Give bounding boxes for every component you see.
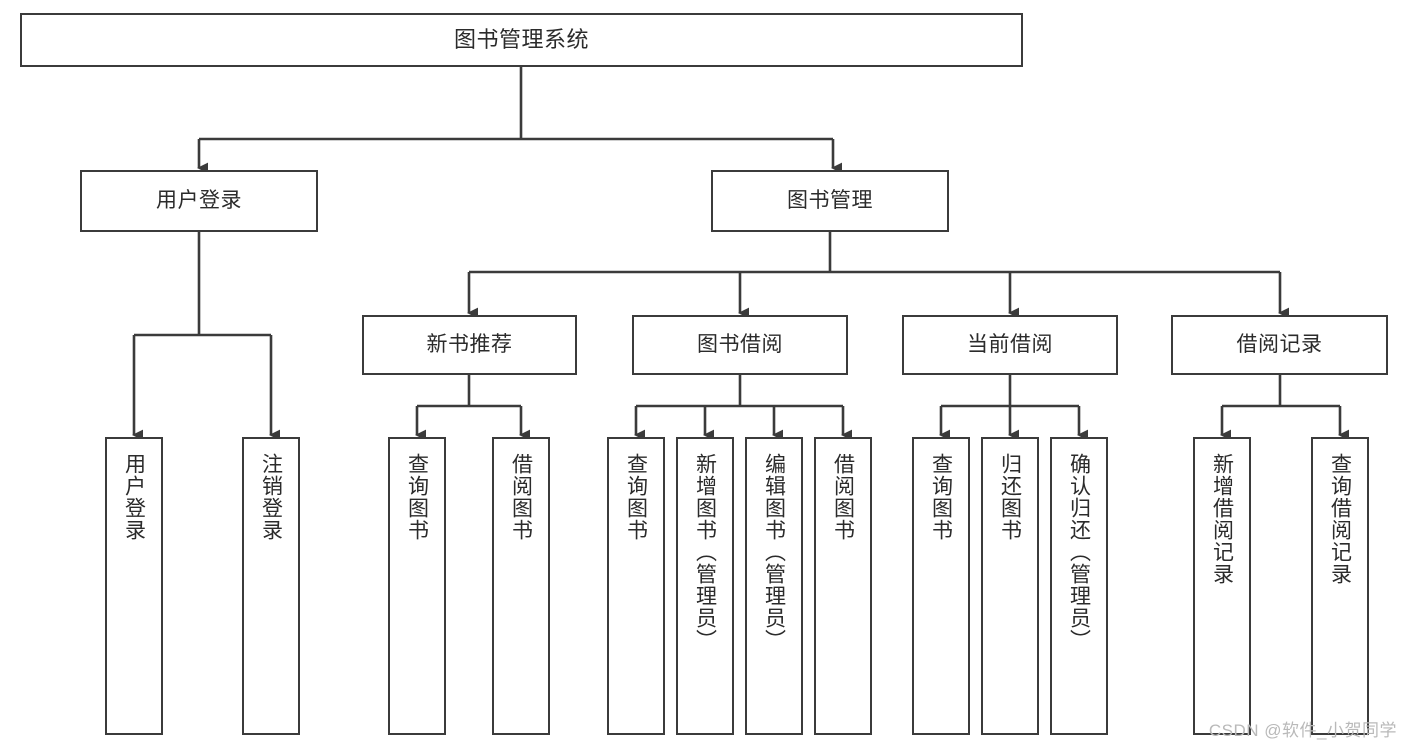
node-label: 查询图书 <box>929 453 953 541</box>
node-leaf-borrow-book-recommend[interactable]: 借阅图书 <box>492 437 550 735</box>
node-leaf-edit-book-admin[interactable]: 编辑图书（管理员） <box>745 437 803 735</box>
node-new-book-recommendation[interactable]: 新书推荐 <box>362 315 577 375</box>
node-leaf-query-book-current[interactable]: 查询图书 <box>912 437 970 735</box>
node-label: 查询借阅记录 <box>1328 453 1352 585</box>
node-leaf-return-book[interactable]: 归还图书 <box>981 437 1039 735</box>
node-leaf-query-book-recommend[interactable]: 查询图书 <box>388 437 446 735</box>
node-leaf-add-book-admin[interactable]: 新增图书（管理员） <box>676 437 734 735</box>
node-leaf-query-book-borrow[interactable]: 查询图书 <box>607 437 665 735</box>
node-label: 查询图书 <box>405 453 429 541</box>
node-user-login[interactable]: 用户登录 <box>80 170 318 232</box>
node-leaf-borrow-book[interactable]: 借阅图书 <box>814 437 872 735</box>
node-label: 归还图书 <box>998 453 1022 541</box>
node-label: 查询图书 <box>624 453 648 541</box>
node-leaf-confirm-return-admin[interactable]: 确认归还（管理员） <box>1050 437 1108 735</box>
node-label: 借阅记录 <box>1236 332 1323 356</box>
node-label: 确认归还（管理员） <box>1067 453 1091 651</box>
node-label: 图书借阅 <box>697 332 783 356</box>
node-label: 用户登录 <box>122 453 146 541</box>
node-label: 新增图书（管理员） <box>693 453 717 651</box>
node-book-borrowing[interactable]: 图书借阅 <box>632 315 848 375</box>
node-book-management[interactable]: 图书管理 <box>711 170 949 232</box>
node-label: 图书管理 <box>787 188 873 212</box>
node-leaf-query-borrow-record[interactable]: 查询借阅记录 <box>1311 437 1369 735</box>
watermark: CSDN @软件_小贺同学 <box>1208 721 1397 740</box>
node-label: 图书管理系统 <box>453 27 589 53</box>
node-label: 借阅图书 <box>509 453 533 541</box>
node-label: 当前借阅 <box>967 332 1053 356</box>
node-current-borrowing[interactable]: 当前借阅 <box>902 315 1118 375</box>
node-leaf-logout[interactable]: 注销登录 <box>242 437 300 735</box>
node-root-book-management-system[interactable]: 图书管理系统 <box>20 13 1023 67</box>
node-label: 编辑图书（管理员） <box>762 453 786 651</box>
node-label: 新增借阅记录 <box>1210 453 1234 585</box>
node-label: 注销登录 <box>259 453 283 541</box>
node-label: 新书推荐 <box>426 332 513 356</box>
node-label: 借阅图书 <box>831 453 855 541</box>
node-leaf-add-borrow-record[interactable]: 新增借阅记录 <box>1193 437 1251 735</box>
node-label: 用户登录 <box>156 188 242 212</box>
node-borrowing-record[interactable]: 借阅记录 <box>1171 315 1388 375</box>
node-leaf-user-login[interactable]: 用户登录 <box>105 437 163 735</box>
